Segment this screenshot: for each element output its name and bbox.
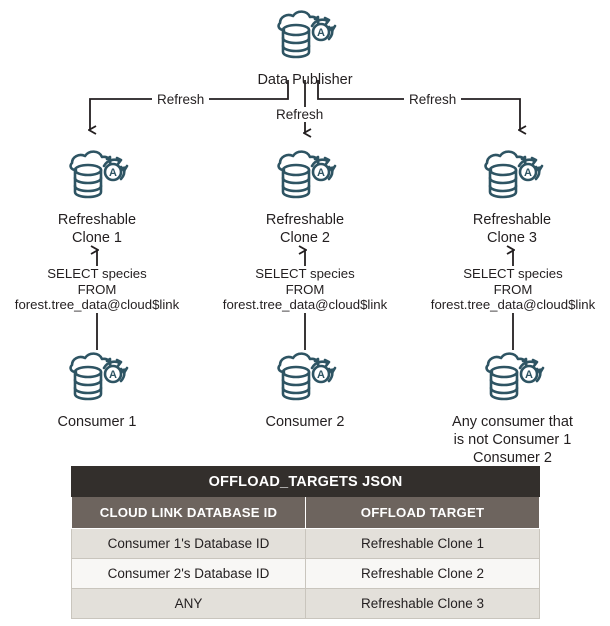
cloud-database-autorefresh-icon: A [230,6,380,71]
node-label: Refreshable Clone 1 [57,212,137,246]
cloud-database-autorefresh-icon: A [225,348,385,413]
edge-label-query-2: SELECT species FROM forest.tree_data@clo… [210,266,400,313]
cloud-database-autorefresh-icon: A [17,146,177,211]
cell-database-id: ANY [71,588,306,619]
node-label: Any consumer that is not Consumer 1 Cons… [452,414,573,466]
svg-text:A: A [317,369,325,381]
cloud-database-autorefresh-icon: A [425,348,600,413]
cell-offload-target: Refreshable Clone 2 [304,558,541,589]
column-header-cloud-link-database-id: CLOUD LINK DATABASE ID [71,496,306,529]
edge-label-refresh-right: Refresh [404,92,462,107]
svg-text:A: A [525,369,533,381]
svg-text:A: A [109,167,117,179]
table-row: Consumer 2's Database ID Refreshable Clo… [71,558,541,589]
svg-text:A: A [317,167,325,179]
svg-text:A: A [524,167,532,179]
node-label: Consumer 1 [57,414,137,430]
svg-text:A: A [317,27,325,39]
table-title-row: OFFLOAD_TARGETS JSON [70,466,541,497]
edge-label-query-3: SELECT species FROM forest.tree_data@clo… [418,266,608,313]
table-title: OFFLOAD_TARGETS JSON [70,466,541,497]
node-label: Data Publisher [257,72,353,88]
cell-offload-target: Refreshable Clone 1 [304,528,541,559]
node-consumer-2: A Consumer 2 [225,348,385,431]
cloud-database-autorefresh-icon: A [225,146,385,211]
node-consumer-1: A Consumer 1 [17,348,177,431]
node-label: Consumer 2 [265,414,345,430]
node-refreshable-clone-1: A Refreshable Clone 1 [17,146,177,247]
node-consumer-any: A Any consumer that is not Consumer 1 Co… [425,348,600,467]
edge-label-refresh-left: Refresh [152,92,210,107]
cloud-database-autorefresh-icon: A [432,146,592,211]
node-refreshable-clone-3: A Refreshable Clone 3 [432,146,592,247]
table-row: ANY Refreshable Clone 3 [71,588,541,619]
column-header-offload-target: OFFLOAD TARGET [304,496,541,529]
cell-offload-target: Refreshable Clone 3 [304,588,541,619]
cloud-database-autorefresh-icon: A [17,348,177,413]
cell-database-id: Consumer 1's Database ID [71,528,306,559]
node-refreshable-clone-2: A Refreshable Clone 2 [225,146,385,247]
svg-text:A: A [109,369,117,381]
table-header-row: CLOUD LINK DATABASE ID OFFLOAD TARGET [71,496,541,529]
architecture-diagram: A Data Publisher [2,6,608,466]
edge-label-refresh-middle: Refresh [271,107,329,122]
offload-targets-table: OFFLOAD_TARGETS JSON CLOUD LINK DATABASE… [70,466,541,619]
table-row: Consumer 1's Database ID Refreshable Clo… [71,528,541,559]
node-label: Refreshable Clone 3 [472,212,552,246]
node-data-publisher: A Data Publisher [230,6,380,89]
cell-database-id: Consumer 2's Database ID [71,558,306,589]
edge-label-query-1: SELECT species FROM forest.tree_data@clo… [2,266,192,313]
node-label: Refreshable Clone 2 [265,212,345,246]
